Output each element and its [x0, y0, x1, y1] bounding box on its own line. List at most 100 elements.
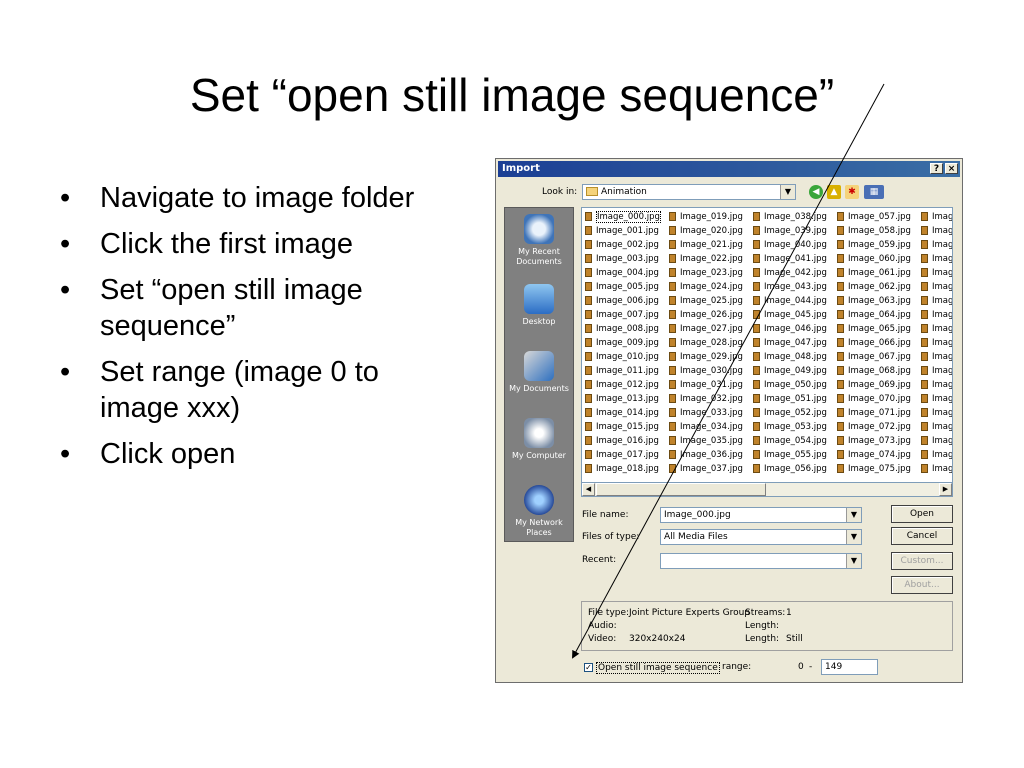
- file-item[interactable]: Image_044.jpg: [753, 294, 827, 308]
- file-item[interactable]: Imag: [921, 280, 952, 294]
- file-item[interactable]: Image_066.jpg: [837, 336, 911, 350]
- file-item[interactable]: Image_039.jpg: [753, 224, 827, 238]
- file-item[interactable]: Image_035.jpg: [669, 434, 743, 448]
- place-my-computer[interactable]: My Computer: [505, 418, 573, 461]
- file-item[interactable]: Image_062.jpg: [837, 280, 911, 294]
- file-item[interactable]: Image_067.jpg: [837, 350, 911, 364]
- up-folder-icon[interactable]: ▲: [827, 185, 841, 199]
- file-item[interactable]: Image_032.jpg: [669, 392, 743, 406]
- file-item[interactable]: Image_037.jpg: [669, 462, 743, 476]
- chevron-down-icon[interactable]: ▼: [846, 508, 861, 522]
- file-item[interactable]: Imag: [921, 308, 952, 322]
- file-item[interactable]: Image_057.jpg: [837, 210, 911, 224]
- file-item[interactable]: Image_030.jpg: [669, 364, 743, 378]
- file-item[interactable]: Image_059.jpg: [837, 238, 911, 252]
- back-icon[interactable]: ◀: [809, 185, 823, 199]
- file-item[interactable]: Image_053.jpg: [753, 420, 827, 434]
- file-item[interactable]: Imag: [921, 378, 952, 392]
- file-item[interactable]: Image_047.jpg: [753, 336, 827, 350]
- file-item[interactable]: Image_061.jpg: [837, 266, 911, 280]
- range-to-input[interactable]: 149: [821, 659, 878, 675]
- file-item[interactable]: Imag: [921, 350, 952, 364]
- about-button[interactable]: About...: [891, 576, 953, 594]
- file-item[interactable]: Imag: [921, 364, 952, 378]
- help-button[interactable]: ?: [930, 163, 943, 174]
- file-item[interactable]: Imag: [921, 322, 952, 336]
- file-item[interactable]: Image_005.jpg: [585, 280, 661, 294]
- close-button[interactable]: ×: [945, 163, 958, 174]
- chevron-down-icon[interactable]: ▼: [780, 185, 795, 199]
- file-item[interactable]: Image_064.jpg: [837, 308, 911, 322]
- file-item[interactable]: Image_065.jpg: [837, 322, 911, 336]
- look-in-combo[interactable]: Animation ▼: [582, 184, 796, 200]
- recent-select[interactable]: ▼: [660, 553, 862, 569]
- file-item[interactable]: Image_060.jpg: [837, 252, 911, 266]
- file-item[interactable]: Image_075.jpg: [837, 462, 911, 476]
- chevron-down-icon[interactable]: ▼: [846, 530, 861, 544]
- file-item[interactable]: Image_025.jpg: [669, 294, 743, 308]
- file-item[interactable]: Image_070.jpg: [837, 392, 911, 406]
- file-item[interactable]: Imag: [921, 210, 952, 224]
- file-item[interactable]: Image_063.jpg: [837, 294, 911, 308]
- file-item[interactable]: Image_003.jpg: [585, 252, 661, 266]
- file-item[interactable]: Image_011.jpg: [585, 364, 661, 378]
- file-item[interactable]: Imag: [921, 266, 952, 280]
- open-button[interactable]: Open: [891, 505, 953, 523]
- chevron-down-icon[interactable]: ▼: [846, 554, 861, 568]
- file-item[interactable]: Image_000.jpg: [585, 210, 661, 224]
- file-item[interactable]: Image_012.jpg: [585, 378, 661, 392]
- new-folder-icon[interactable]: ✱: [845, 185, 859, 199]
- scroll-thumb[interactable]: [596, 483, 766, 496]
- file-item[interactable]: Image_023.jpg: [669, 266, 743, 280]
- file-item[interactable]: Image_018.jpg: [585, 462, 661, 476]
- file-item[interactable]: Imag: [921, 434, 952, 448]
- file-item[interactable]: Image_072.jpg: [837, 420, 911, 434]
- file-item[interactable]: Image_033.jpg: [669, 406, 743, 420]
- cancel-button[interactable]: Cancel: [891, 527, 953, 545]
- file-item[interactable]: Image_009.jpg: [585, 336, 661, 350]
- file-item[interactable]: Image_017.jpg: [585, 448, 661, 462]
- file-item[interactable]: Imag: [921, 462, 952, 476]
- scroll-right-icon[interactable]: ▶: [939, 483, 952, 496]
- file-item[interactable]: Image_020.jpg: [669, 224, 743, 238]
- file-item[interactable]: Image_014.jpg: [585, 406, 661, 420]
- file-item[interactable]: Imag: [921, 224, 952, 238]
- place-network[interactable]: My Network Places: [505, 485, 573, 538]
- file-item[interactable]: Image_021.jpg: [669, 238, 743, 252]
- sequence-checkbox[interactable]: ✓: [584, 663, 593, 672]
- file-item[interactable]: Image_016.jpg: [585, 434, 661, 448]
- file-item[interactable]: Image_074.jpg: [837, 448, 911, 462]
- file-item[interactable]: Image_042.jpg: [753, 266, 827, 280]
- file-item[interactable]: Imag: [921, 336, 952, 350]
- file-item[interactable]: Image_040.jpg: [753, 238, 827, 252]
- file-item[interactable]: Image_051.jpg: [753, 392, 827, 406]
- file-item[interactable]: Image_022.jpg: [669, 252, 743, 266]
- file-item[interactable]: Image_001.jpg: [585, 224, 661, 238]
- file-item[interactable]: Image_049.jpg: [753, 364, 827, 378]
- files-of-type-select[interactable]: All Media Files ▼: [660, 529, 862, 545]
- file-item[interactable]: Image_015.jpg: [585, 420, 661, 434]
- file-item[interactable]: Image_050.jpg: [753, 378, 827, 392]
- dialog-titlebar[interactable]: Import ? ×: [498, 161, 960, 177]
- file-item[interactable]: Image_069.jpg: [837, 378, 911, 392]
- file-item[interactable]: Image_007.jpg: [585, 308, 661, 322]
- file-item[interactable]: Image_029.jpg: [669, 350, 743, 364]
- custom-button[interactable]: Custom...: [891, 552, 953, 570]
- file-item[interactable]: Image_024.jpg: [669, 280, 743, 294]
- file-item[interactable]: Image_036.jpg: [669, 448, 743, 462]
- file-item[interactable]: Image_073.jpg: [837, 434, 911, 448]
- file-item[interactable]: Image_045.jpg: [753, 308, 827, 322]
- file-item[interactable]: Imag: [921, 392, 952, 406]
- sequence-checkbox-label[interactable]: Open still image sequence: [596, 662, 720, 674]
- file-item[interactable]: Image_038.jpg: [753, 210, 827, 224]
- file-item[interactable]: Imag: [921, 420, 952, 434]
- file-item[interactable]: Imag: [921, 294, 952, 308]
- file-item[interactable]: Image_002.jpg: [585, 238, 661, 252]
- file-item[interactable]: Imag: [921, 238, 952, 252]
- place-recent-documents[interactable]: My Recent Documents: [505, 214, 573, 267]
- file-item[interactable]: Image_034.jpg: [669, 420, 743, 434]
- file-item[interactable]: Imag: [921, 448, 952, 462]
- file-item[interactable]: Imag: [921, 406, 952, 420]
- place-desktop[interactable]: Desktop: [505, 284, 573, 327]
- scroll-left-icon[interactable]: ◀: [582, 483, 595, 496]
